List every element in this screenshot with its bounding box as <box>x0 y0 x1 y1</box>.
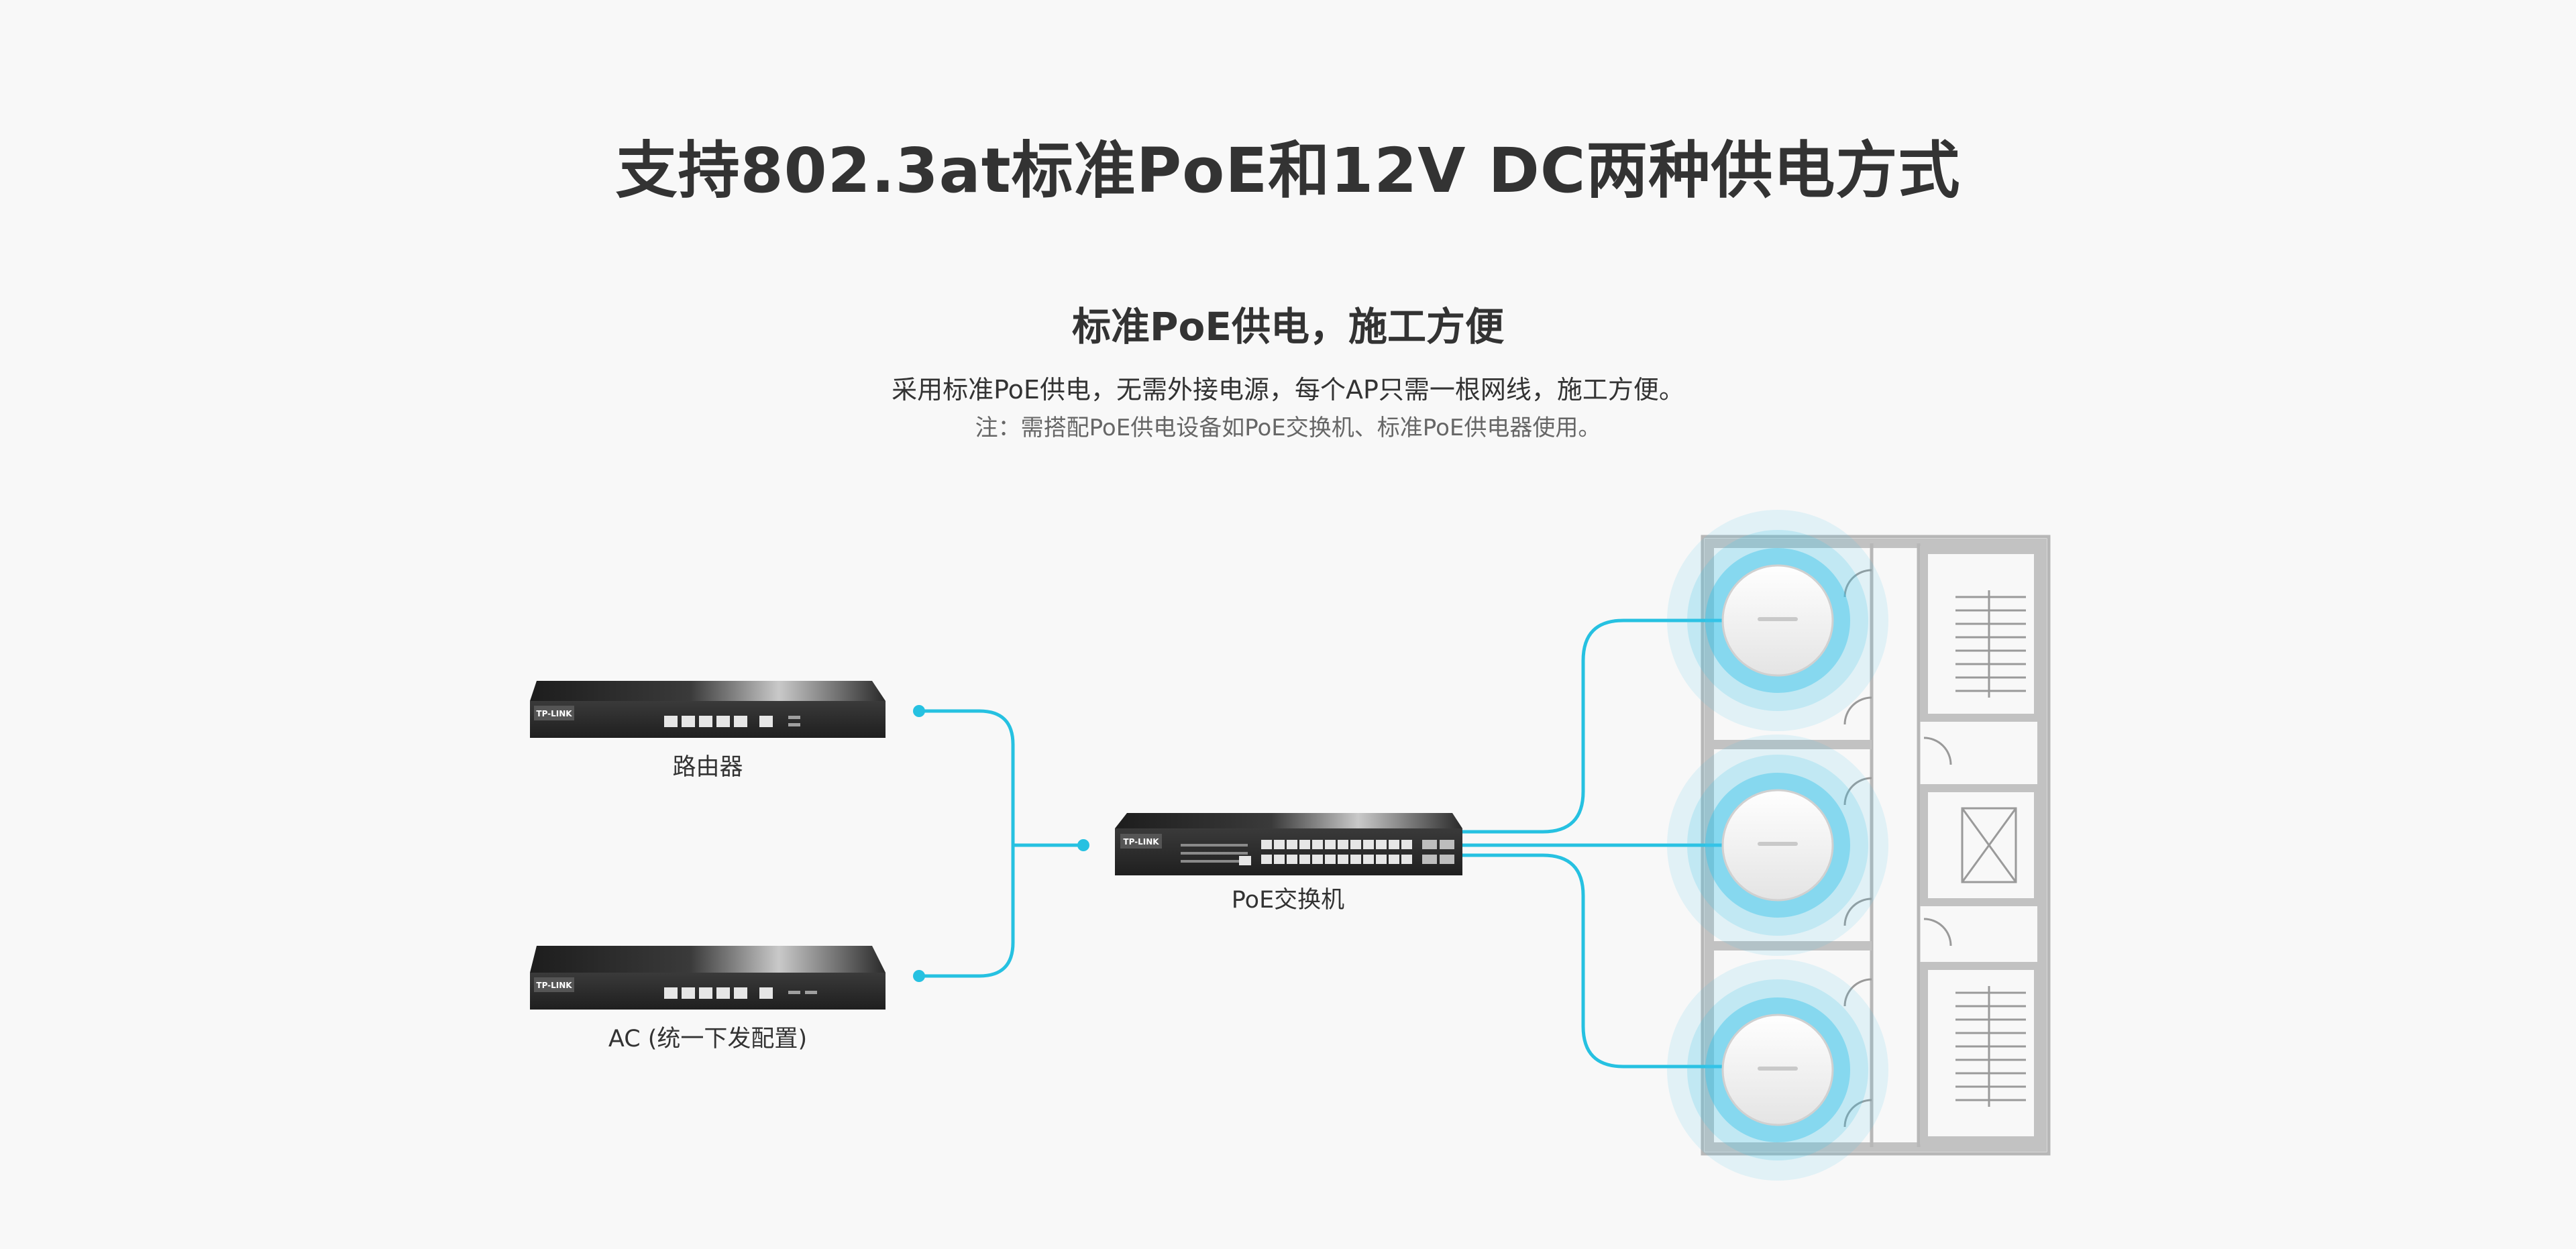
router-device: TP-LINK 路由器 <box>530 681 885 781</box>
ap-logo-mark <box>1758 842 1798 846</box>
section-subtitle: 标准PoE供电，施工方便 <box>1072 304 1504 349</box>
switch-top <box>1115 813 1462 828</box>
ac-device: TP-LINK AC (统一下发配置) <box>530 946 885 1052</box>
ac-leds <box>788 991 817 994</box>
cables <box>919 618 1771 1069</box>
switch-console-port <box>1239 856 1251 865</box>
ap-logo-mark <box>1758 617 1798 621</box>
switch-brand-plate <box>1120 834 1162 849</box>
router-brand-plate <box>534 706 574 720</box>
cable-endpoints <box>913 705 1089 982</box>
switch-sfp-ports <box>1422 840 1454 864</box>
description-text: 采用标准PoE供电，无需外接电源，每个AP只需一根网线，施工方便。 <box>892 375 1684 404</box>
router-leds <box>788 716 800 726</box>
router-ports <box>664 716 773 727</box>
ac-ports <box>664 987 773 999</box>
router-top <box>530 681 885 701</box>
ap-logo-mark <box>1758 1067 1798 1071</box>
switch-front <box>1115 828 1462 875</box>
switch-label: PoE交换机 <box>1232 887 1344 914</box>
access-point-3 <box>1667 959 1888 1181</box>
switch-ports-bottom-row <box>1261 855 1412 864</box>
switch-leds <box>1181 844 1248 863</box>
cable-ac-switch <box>919 845 1015 978</box>
ac-brand: TP-LINK <box>536 981 572 990</box>
router-brand: TP-LINK <box>536 709 572 718</box>
router-label: 路由器 <box>672 754 743 781</box>
access-point-1 <box>1667 510 1888 731</box>
switch-brand: TP-LINK <box>1123 837 1159 847</box>
access-point-2 <box>1667 735 1888 956</box>
switch-ports-top-row <box>1261 840 1412 849</box>
note-text: 注：需搭配PoE供电设备如PoE交换机、标准PoE供电器使用。 <box>975 415 1601 441</box>
cable-switch-ap1 <box>1459 618 1771 834</box>
ac-label: AC (统一下发配置) <box>608 1026 807 1052</box>
cable-switch-ap3 <box>1459 853 1771 1069</box>
ac-top <box>530 946 885 973</box>
poe-switch-device: TP-LINK <box>1115 813 1462 914</box>
ac-brand-plate <box>534 977 574 992</box>
page-title: 支持802.3at标准PoE和12V DC两种供电方式 <box>615 135 1961 207</box>
cable-router-switch <box>919 709 1083 847</box>
